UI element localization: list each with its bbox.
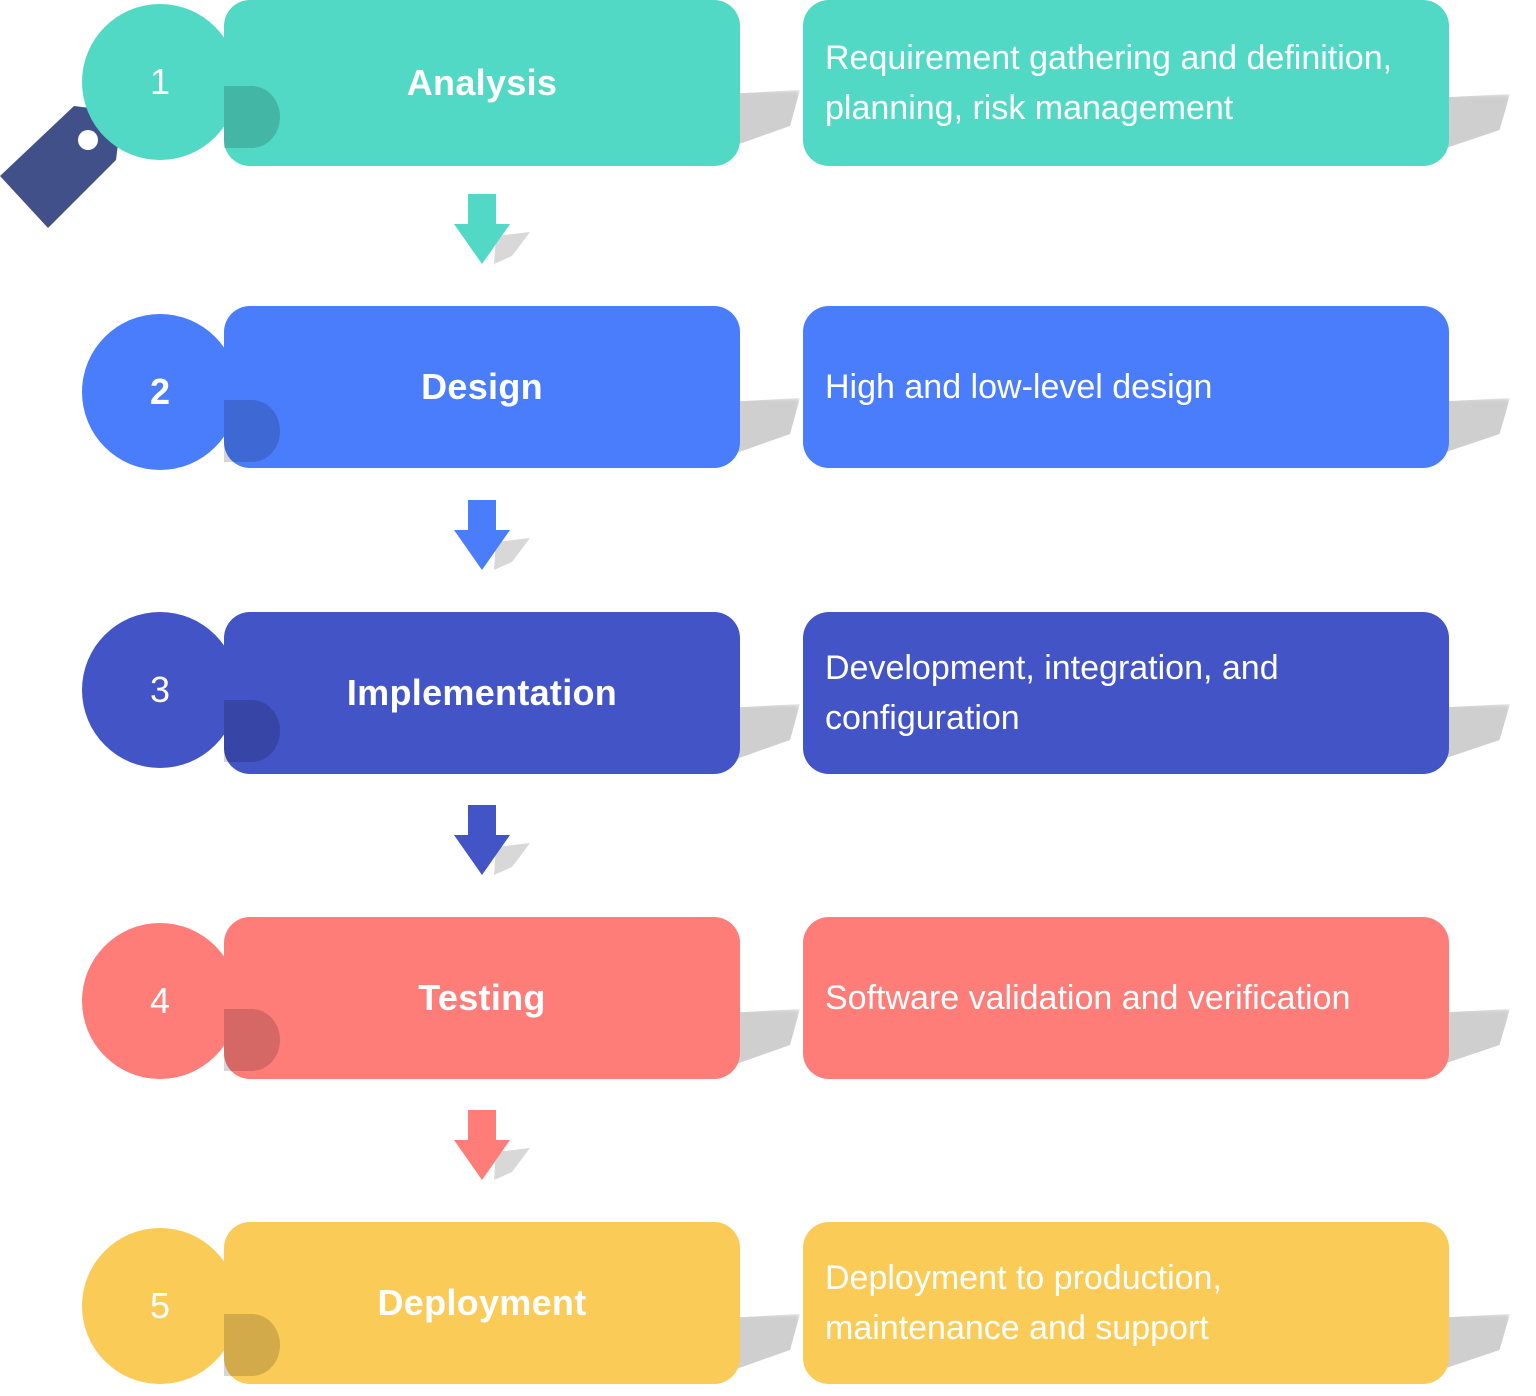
step-number-circle: 2 — [82, 314, 238, 470]
step-number: 5 — [149, 1285, 171, 1326]
arrow-down-icon — [454, 805, 530, 875]
stage-4: 4 Testing Software validation and verifi… — [0, 917, 1536, 1083]
stage-title: Implementation — [346, 672, 618, 713]
stage-title-box: Design — [224, 306, 740, 468]
step-number: 1 — [149, 61, 171, 102]
stage-3: 3 Implementation Development, integratio… — [0, 612, 1536, 778]
stage-5: 5 Deployment Deployment to production, m… — [0, 1222, 1536, 1388]
stage-description: Requirement gathering and definition, pl… — [825, 39, 1393, 127]
stage-title-box: Analysis — [224, 0, 740, 166]
stage-title: Analysis — [406, 62, 558, 103]
circle-overlap-shade — [224, 1009, 280, 1071]
stage-2: 2 Design High and low-level design — [0, 306, 1536, 472]
circle-overlap-shade — [224, 1314, 280, 1376]
stage-title-box: Testing — [224, 917, 740, 1079]
arrow-down-icon — [454, 194, 530, 264]
circle-overlap-shade — [224, 700, 280, 762]
tag-icon — [0, 106, 122, 228]
stage-title: Design — [421, 366, 543, 407]
stage-title-box: Implementation — [224, 612, 740, 774]
step-number-circle: 3 — [82, 612, 238, 768]
step-number-circle: 4 — [82, 923, 238, 1079]
stage-title: Testing — [418, 977, 546, 1018]
arrow-down-icon — [454, 500, 530, 570]
stage-description: Software validation and verification — [825, 979, 1351, 1017]
stage-description-box: Development, integration, and configurat… — [803, 612, 1449, 774]
stage-title: Deployment — [377, 1282, 587, 1323]
stage-description-box: Software validation and verification — [803, 917, 1449, 1079]
circle-overlap-shade — [224, 86, 280, 148]
arrow-down-icon — [454, 1110, 530, 1180]
stage-description: Deployment to production, maintenance an… — [825, 1259, 1222, 1347]
stage-description-box: High and low-level design — [803, 306, 1449, 468]
stage-description: Development, integration, and configurat… — [825, 649, 1279, 737]
step-number: 3 — [149, 669, 171, 710]
stage-description-box: Requirement gathering and definition, pl… — [803, 0, 1449, 166]
stage-1: 1 Analysis Requirement gathering and def… — [0, 0, 1536, 166]
step-number: 4 — [149, 980, 171, 1021]
stage-title-box: Deployment — [224, 1222, 740, 1384]
circle-overlap-shade — [224, 400, 280, 462]
step-number-circle: 1 — [82, 4, 238, 160]
step-number-circle: 5 — [82, 1228, 238, 1384]
step-number: 2 — [149, 371, 171, 412]
stage-description-box: Deployment to production, maintenance an… — [803, 1222, 1449, 1384]
stage-description: High and low-level design — [825, 368, 1213, 406]
